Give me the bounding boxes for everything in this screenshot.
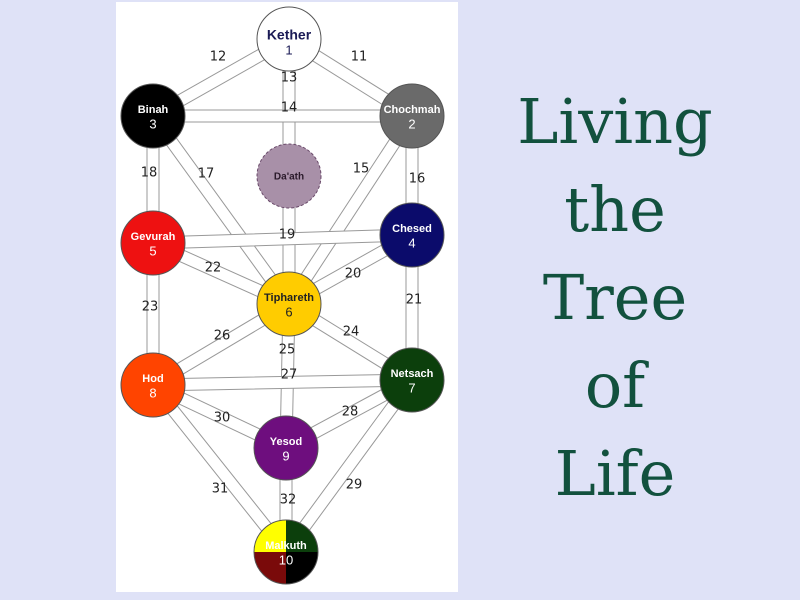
chochmah-number: 2	[408, 116, 415, 131]
malkuth-quarter-1	[254, 520, 286, 552]
binah-name: Binah	[138, 104, 169, 116]
path-16-label: 16	[409, 172, 426, 187]
gevurah-circle	[120, 210, 186, 276]
netsach-circle	[379, 347, 445, 413]
yesod-name: Yesod	[270, 436, 302, 448]
yesod-number: 9	[282, 448, 289, 463]
path-22-label: 22	[205, 261, 222, 276]
path-14-label: 14	[281, 101, 298, 116]
path-29-label: 29	[346, 478, 363, 493]
tiphareth-number: 6	[285, 304, 292, 319]
binah-number: 3	[149, 116, 156, 131]
path-26-label: 26	[214, 329, 231, 344]
title-line-2: the	[564, 173, 666, 246]
chesed-circle	[379, 202, 445, 268]
malkuth-quarter-2	[286, 520, 318, 552]
path-27-label: 27	[281, 368, 298, 383]
path-31-label: 31	[212, 482, 229, 497]
malkuth-outline	[253, 519, 319, 585]
path-24-label: 24	[343, 325, 360, 340]
netsach-number: 7	[408, 380, 415, 395]
daath-circle	[256, 143, 322, 209]
sephira-daath: Da'ath	[256, 143, 322, 209]
path-18-label: 18	[141, 166, 158, 181]
tiphareth-circle	[256, 271, 322, 337]
kether-circle	[256, 6, 322, 72]
chesed-number: 4	[408, 235, 415, 250]
path-30-label: 30	[214, 411, 231, 426]
kether-name: Kether	[267, 27, 312, 43]
malkuth-quarter-3	[254, 552, 286, 584]
chochmah-circle	[379, 83, 445, 149]
title-line-1: Living	[517, 85, 713, 158]
hod-circle	[120, 352, 186, 418]
netsach-name: Netsach	[391, 368, 434, 380]
malkuth-name: Malkuth	[265, 540, 307, 552]
chesed-name: Chesed	[392, 223, 432, 235]
path-13-label: 13	[281, 71, 298, 86]
path-19-label: 19	[279, 228, 296, 243]
path-28-label: 28	[342, 405, 359, 420]
path-32-label: 32	[280, 493, 297, 508]
page-title: Living the Tree of Life	[480, 78, 750, 518]
title-line-3: Tree	[542, 261, 688, 334]
malkuth-number: 10	[279, 552, 293, 567]
title-line-4: of	[584, 349, 646, 422]
gevurah-name: Gevurah	[131, 231, 176, 243]
path-25-label: 25	[279, 343, 296, 358]
tiphareth-name: Tiphareth	[264, 292, 314, 304]
hod-number: 8	[149, 385, 156, 400]
binah-circle	[120, 83, 186, 149]
malkuth-quarter-4	[286, 552, 318, 584]
path-21-label: 21	[406, 293, 423, 308]
title-line-5: Life	[554, 437, 676, 510]
chochmah-name: Chochmah	[384, 104, 441, 116]
path-23-label: 23	[142, 300, 159, 315]
path-12-label: 12	[210, 50, 227, 65]
daath-name: Da'ath	[274, 172, 304, 183]
path-17-label: 17	[198, 167, 215, 182]
path-11-label: 11	[351, 50, 368, 65]
hod-name: Hod	[142, 373, 163, 385]
gevurah-number: 5	[149, 243, 156, 258]
path-labels-layer: 1112131415161718192021222324252627282930…	[141, 50, 426, 508]
yesod-circle	[253, 415, 319, 481]
tree-of-life-svg: 1112131415161718192021222324252627282930…	[120, 6, 445, 585]
path-15-label: 15	[353, 162, 370, 177]
path-20-label: 20	[345, 267, 362, 282]
kether-number: 1	[285, 42, 292, 57]
